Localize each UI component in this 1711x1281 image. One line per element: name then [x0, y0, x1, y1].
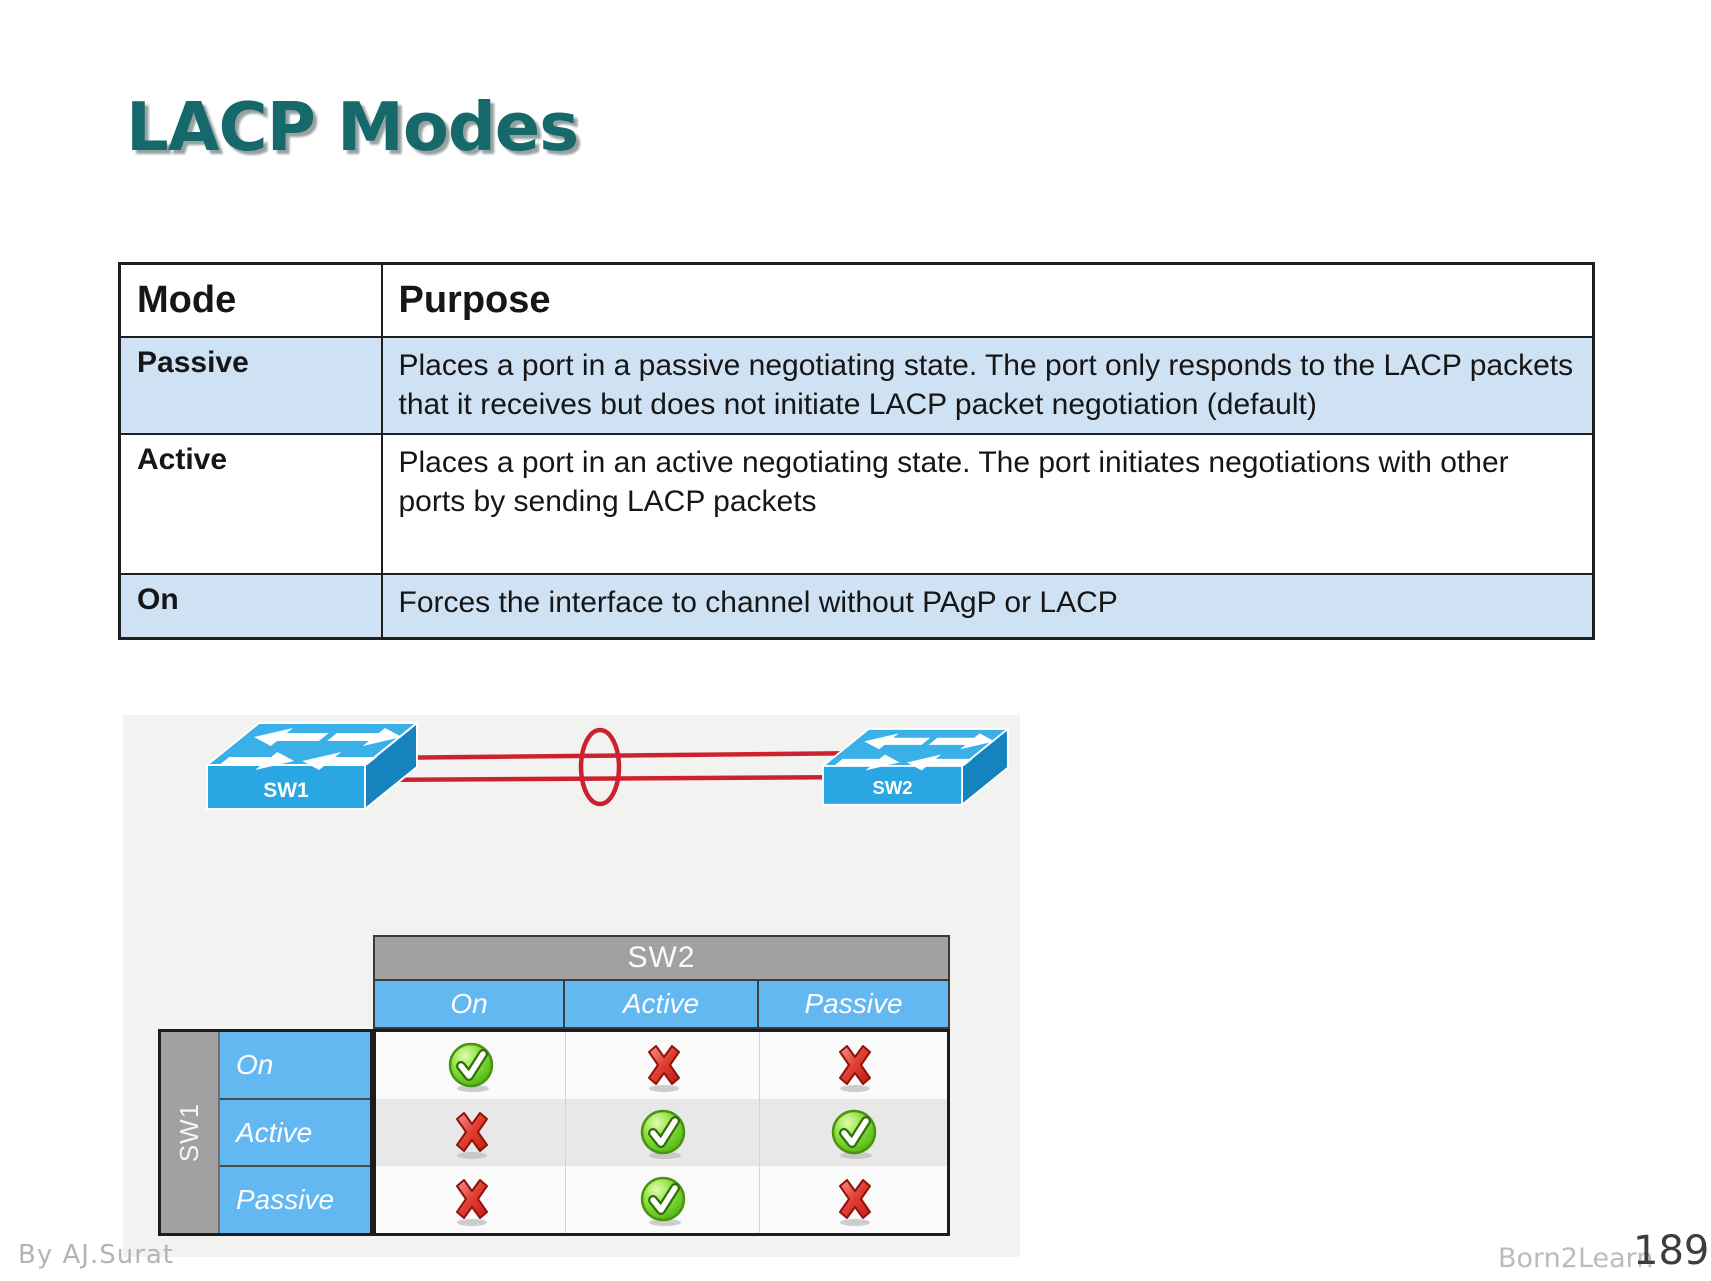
check-icon — [445, 1040, 497, 1092]
check-icon — [637, 1174, 689, 1226]
cross-icon — [445, 1174, 497, 1226]
matrix-grid-row — [376, 1099, 947, 1166]
diagram-panel: SW1 SW2 SW2 On Active Pass — [123, 715, 1020, 1257]
footer-author: By AJ.Surat — [18, 1240, 175, 1270]
matrix-column-headers: On Active Passive — [373, 981, 950, 1029]
matrix-row-on: On — [220, 1032, 370, 1100]
purpose-cell: Places a port in an active negotiating s… — [380, 432, 1595, 575]
cross-icon — [637, 1040, 689, 1092]
check-icon — [828, 1107, 880, 1159]
matrix-col-active: Active — [565, 981, 759, 1027]
lacp-modes-table: Mode Purpose Passive Places a port in a … — [118, 262, 1595, 640]
purpose-cell: Forces the interface to channel without … — [380, 572, 1595, 640]
cross-icon — [828, 1040, 880, 1092]
page-title: LACP Modes — [126, 88, 579, 166]
matrix-grid-row — [376, 1032, 947, 1099]
switch2-icon: SW2 — [820, 727, 1011, 807]
column-header-mode: Mode — [118, 262, 383, 338]
table-row-passive: Passive Places a port in a passive negot… — [118, 335, 1595, 435]
mode-cell: Active — [118, 432, 383, 575]
matrix-row-active: Active — [220, 1100, 370, 1168]
switch1-label: SW1 — [263, 779, 309, 802]
switch2-label: SW2 — [873, 777, 913, 798]
mode-cell: On — [118, 572, 383, 640]
matrix-col-on: On — [375, 981, 565, 1027]
matrix-col-passive: Passive — [804, 988, 903, 1019]
switch1-icon: SW1 — [204, 720, 420, 812]
matrix-grid-row — [376, 1166, 947, 1233]
switch-arrows-icon — [219, 728, 402, 770]
etherchannel-links — [362, 727, 872, 807]
table-row-active: Active Places a port in an active negoti… — [118, 432, 1595, 575]
purpose-cell: Places a port in a passive negotiating s… — [380, 335, 1595, 435]
matrix-row-group-label: SW1 — [174, 1102, 204, 1163]
matrix-row-passive: Passive — [236, 1184, 335, 1216]
cross-icon — [445, 1107, 497, 1159]
matrix-row-headers: SW1 On Active Passive — [158, 1029, 373, 1236]
compatibility-matrix: SW2 On Active Passive SW1 On Active Pass… — [158, 935, 950, 1236]
switch-topology-diagram: SW1 SW2 — [204, 720, 1011, 812]
matrix-row-group: SW1 — [161, 1032, 220, 1233]
check-icon — [637, 1107, 689, 1159]
page-number: 189 — [1633, 1228, 1710, 1274]
matrix-col-group-label: SW2 — [373, 935, 950, 981]
footer-brand: Born2Learn — [1498, 1243, 1654, 1274]
table-row-on: On Forces the interface to channel witho… — [118, 572, 1595, 640]
cross-icon — [828, 1174, 880, 1226]
channel-bundle-ellipse — [578, 727, 622, 807]
matrix-grid — [373, 1029, 950, 1236]
table-header-row: Mode Purpose — [118, 262, 1595, 338]
column-header-purpose: Purpose — [380, 262, 1595, 338]
mode-cell: Passive — [118, 335, 383, 435]
switch-arrows-icon — [833, 733, 995, 771]
